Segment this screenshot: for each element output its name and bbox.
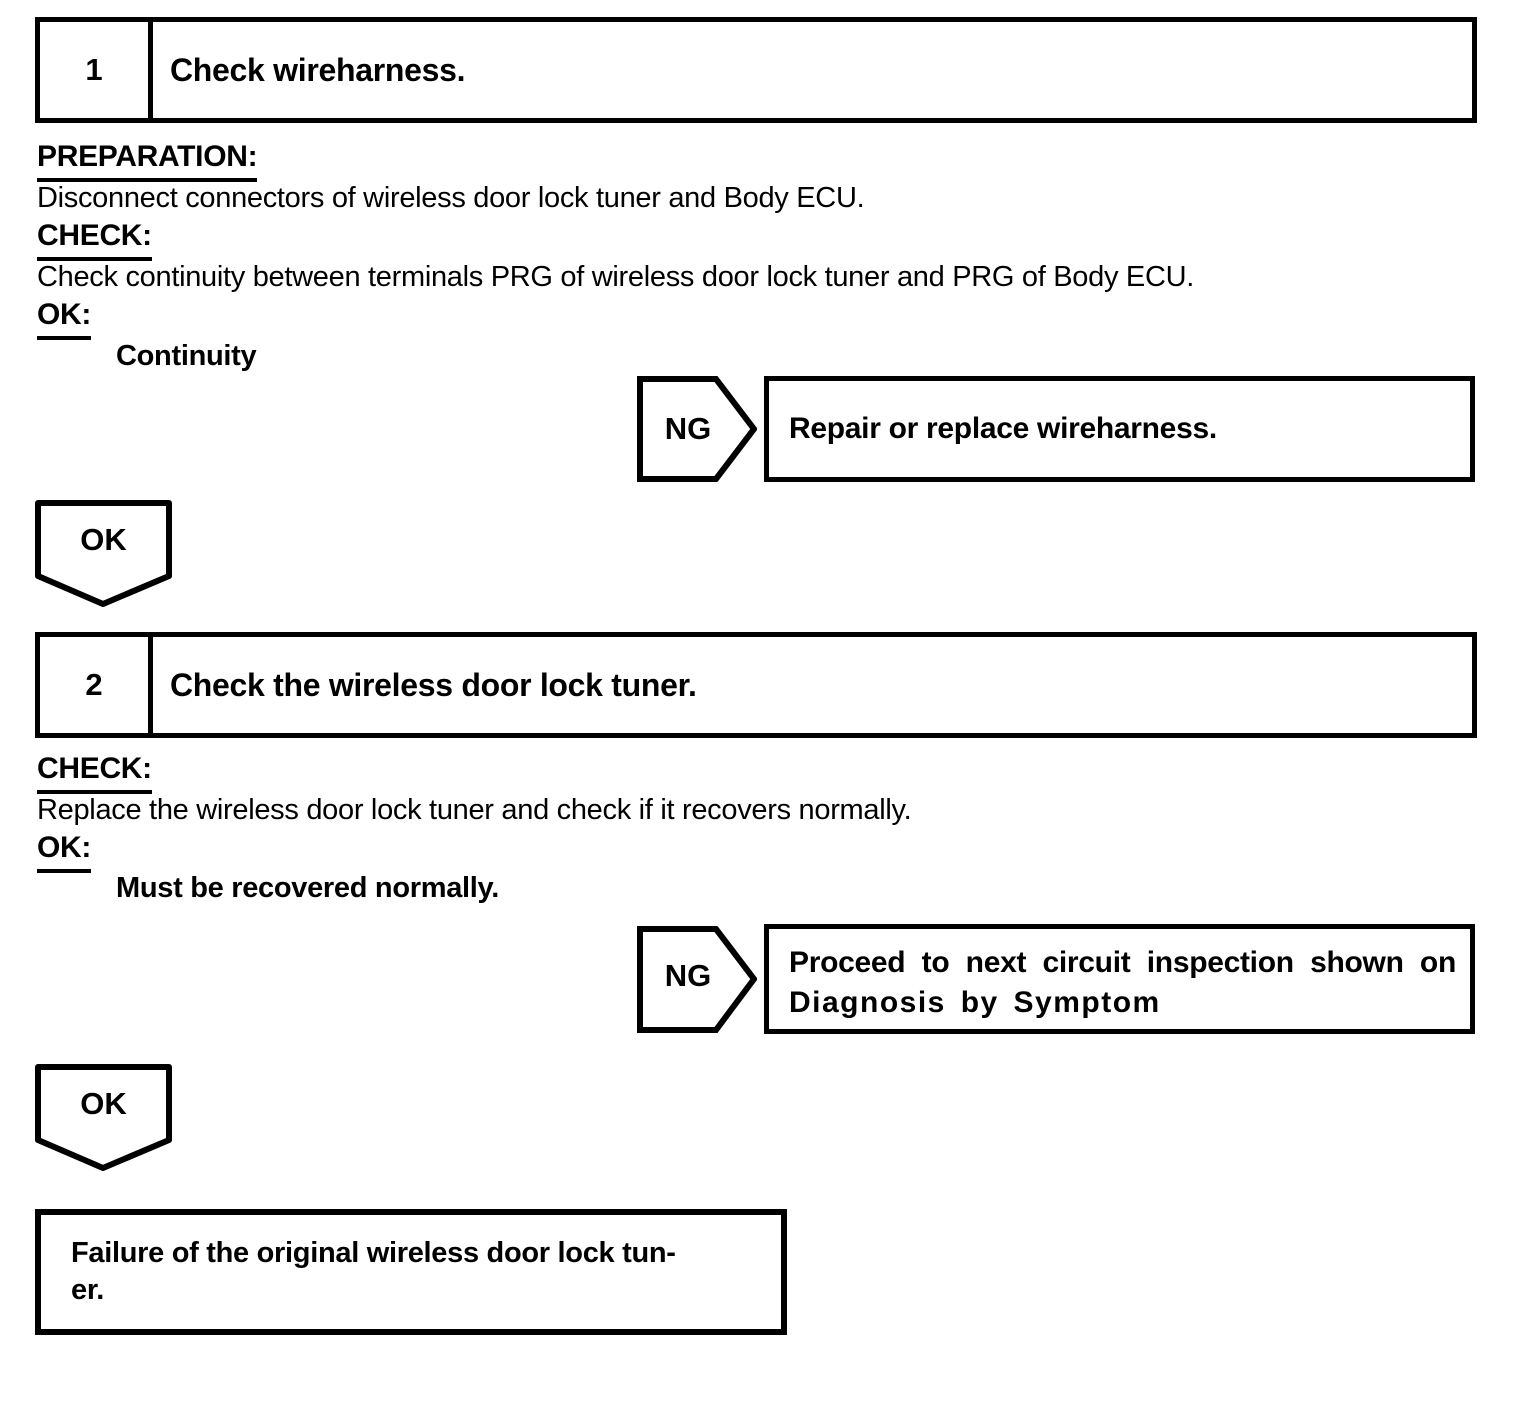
step-2-header-box: 2 Check the wireless door lock tuner. [35, 632, 1477, 738]
step-1-ng-label: NG [664, 411, 712, 446]
result-line2: er. [71, 1274, 104, 1306]
ng-arrow-icon [637, 926, 757, 1033]
step-1-ok-heading: OK: [37, 300, 91, 340]
ok-arrow-icon [35, 1064, 172, 1171]
step-2-title: Check the wireless door lock tuner. [170, 666, 697, 703]
step-1-ok-result: Continuity [116, 340, 257, 372]
step-1-title: Check wireharness. [170, 51, 466, 88]
step-2-ng-action-line1: Proceed to next circuit inspection shown… [789, 946, 1456, 979]
step-1-check-heading: CHECK: [37, 221, 152, 261]
step-1-ok-label: OK [80, 521, 127, 557]
step-1-ng-action-text: Repair or replace wireharness. [789, 412, 1217, 445]
result-line1: Failure of the original wireless door lo… [71, 1237, 676, 1269]
step-2-check-text: Replace the wireless door lock tuner and… [37, 794, 912, 826]
step-1-preparation-heading: PREPARATION: [37, 142, 258, 182]
step-2-number: 2 [40, 637, 153, 733]
step-1-number: 1 [40, 22, 153, 118]
step-2-ng-label: NG [664, 958, 712, 993]
result-box: Failure of the original wireless door lo… [35, 1209, 787, 1335]
step-1-preparation-text: Disconnect connectors of wireless door l… [37, 182, 865, 214]
ok-arrow-icon [35, 500, 172, 607]
step-2-ng-action-line2: Diagnosis by Symptom [789, 986, 1161, 1019]
step-2-ok-label: OK [80, 1085, 127, 1121]
step-2-check-heading: CHECK: [37, 754, 152, 794]
step-1-ng-action-box: Repair or replace wireharness. [764, 376, 1475, 482]
step-2-ok-result: Must be recovered normally. [116, 872, 499, 904]
step-1-header-box: 1 Check wireharness. [35, 17, 1477, 123]
step-2-ok-heading: OK: [37, 833, 91, 873]
ng-arrow-icon [637, 376, 757, 482]
step-2-ng-action-box: Proceed to next circuit inspection shown… [764, 924, 1475, 1034]
step-1-check-text: Check continuity between terminals PRG o… [37, 261, 1194, 293]
